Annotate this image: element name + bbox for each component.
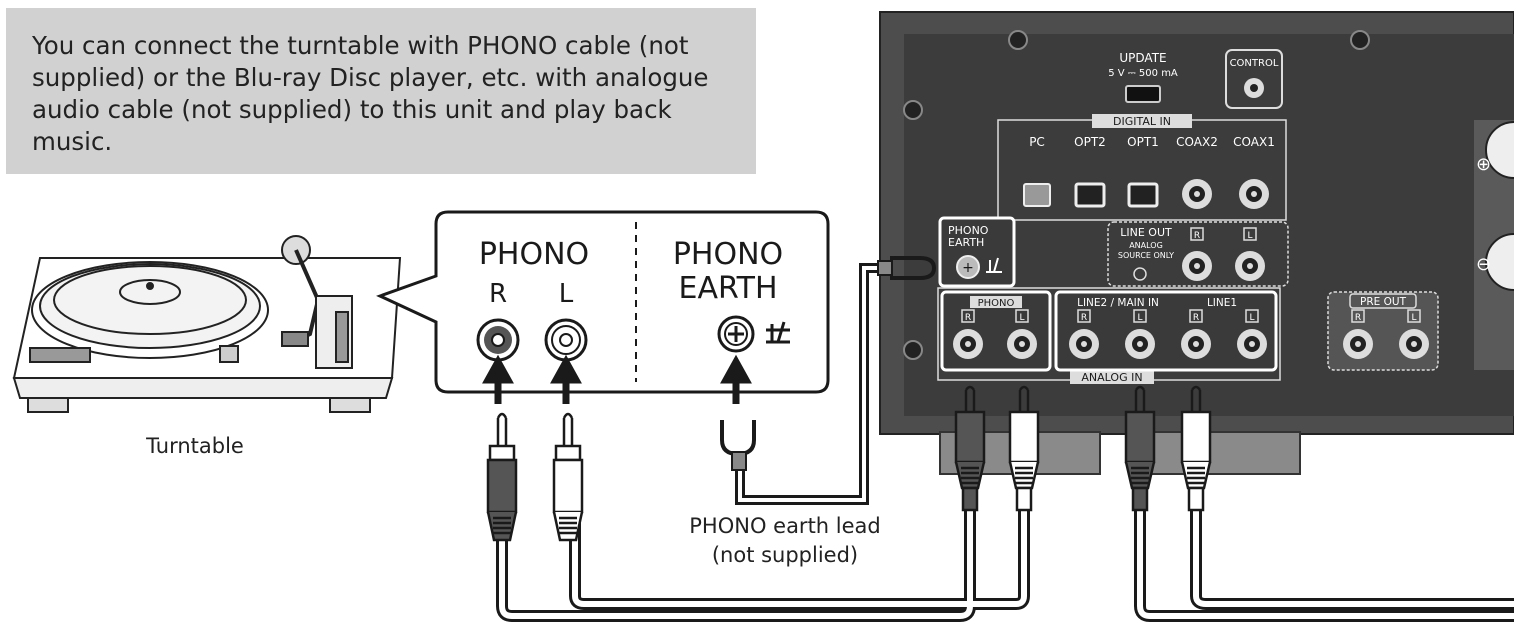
- line1-label: LINE1: [1207, 297, 1237, 309]
- coax-jack-icon: [1182, 179, 1212, 209]
- analog-in-label: ANALOG IN: [1081, 371, 1142, 384]
- earth-terminal-icon: [717, 315, 755, 353]
- minus-sign: ⊖: [1476, 254, 1491, 275]
- rca-jack-icon: [1181, 329, 1211, 359]
- arrow-up-icon: [720, 354, 752, 404]
- phono-cable: [496, 510, 1514, 622]
- intro-text: You can connect the turntable with PHONO…: [32, 31, 709, 156]
- earth-lead-caption: PHONO earth lead (not supplied): [660, 512, 910, 570]
- rca-jack-icon: [1399, 329, 1429, 359]
- callout-phono-title: PHONO: [479, 237, 589, 272]
- rear-panel: UPDATE 5 V ⎓ 500 mA CONTROL DIGITAL IN P…: [879, 11, 1514, 475]
- rca-plug-icon: [1124, 385, 1156, 512]
- channel-l-tag: L: [1247, 231, 1252, 241]
- line-out-note-2: SOURCE ONLY: [1118, 251, 1174, 260]
- rca-plug-icon: [552, 412, 584, 542]
- earth-lead: [735, 263, 888, 505]
- phono-input-label: PHONO: [978, 298, 1015, 309]
- digital-port-label: OPT1: [1127, 135, 1159, 149]
- channel-l-tag: L: [1019, 313, 1024, 323]
- update-label: UPDATE: [1119, 51, 1166, 65]
- foot-right: [1139, 431, 1301, 475]
- phono-l-jack-icon: [544, 318, 588, 362]
- turntable-caption: Turntable: [146, 434, 244, 458]
- rca-plug-icon: [486, 412, 518, 542]
- speaker-terminal-icon: [1485, 233, 1514, 291]
- rca-jack-icon: [1125, 329, 1155, 359]
- plus-sign: ⊕: [1476, 154, 1491, 175]
- phono-r-jack-icon: [476, 318, 520, 362]
- digital-in-tag: [1092, 114, 1192, 128]
- digital-port-label: COAX1: [1233, 135, 1275, 149]
- digital-port-label: COAX2: [1176, 135, 1218, 149]
- svg-text:+: +: [962, 260, 974, 276]
- optical-port-icon: [1074, 182, 1106, 208]
- digital-in-label: DIGITAL IN: [1113, 115, 1171, 128]
- usb-port-icon: [1125, 85, 1161, 103]
- callout-phono-l: L: [559, 279, 574, 309]
- rca-jack-icon: [1235, 251, 1265, 281]
- channel-r-tag: R: [965, 313, 971, 323]
- channel-l-tag: L: [1249, 313, 1254, 323]
- turntable-illustration: [12, 235, 402, 413]
- coax-jack-icon: [1239, 179, 1269, 209]
- screw-icon: [1008, 30, 1028, 50]
- rca-jack-icon: [1069, 329, 1099, 359]
- phono-earth-panel-label-1: PHONO: [948, 224, 989, 237]
- channel-r-tag: R: [1194, 231, 1200, 241]
- control-box: [1225, 49, 1283, 109]
- rca-jack-icon: [953, 329, 983, 359]
- arrow-up-icon: [482, 354, 514, 404]
- screw-icon: [1350, 30, 1370, 50]
- rca-plug-icon: [954, 385, 986, 512]
- speaker-terminal-icon: [1485, 121, 1514, 179]
- rca-jack-icon: [1343, 329, 1373, 359]
- callout-earth-title-1: PHONO: [673, 237, 783, 272]
- earth-terminal-icon: [956, 255, 980, 279]
- channel-r-tag: R: [1081, 313, 1087, 323]
- rca-jack-icon: [1237, 329, 1267, 359]
- earth-lead-caption-1: PHONO earth lead: [689, 514, 881, 538]
- ground-symbol-icon: [766, 321, 790, 344]
- callout-earth-title-2: EARTH: [678, 271, 777, 306]
- control-label: CONTROL: [1230, 58, 1279, 69]
- ground-symbol-icon: [986, 257, 1002, 273]
- arrow-up-icon: [550, 354, 582, 404]
- earth-lead-caption-2: (not supplied): [711, 543, 859, 567]
- optical-port-icon: [1127, 182, 1159, 208]
- screw-icon: [903, 340, 923, 360]
- usb-b-port-icon: [1023, 183, 1051, 207]
- line-out-note-1: ANALOG: [1129, 241, 1163, 250]
- digital-port-label: OPT2: [1074, 135, 1106, 149]
- update-rating: 5 V ⎓ 500 mA: [1108, 68, 1178, 79]
- rca-plug-icon: [1180, 385, 1212, 512]
- rca-jack-icon: [1007, 329, 1037, 359]
- pre-out-label: PRE OUT: [1360, 296, 1407, 308]
- channel-l-tag: L: [1411, 313, 1416, 323]
- phono-earth-panel-label-2: EARTH: [948, 236, 984, 249]
- intro-text-box: You can connect the turntable with PHONO…: [6, 8, 756, 174]
- channel-l-tag: L: [1137, 313, 1142, 323]
- digital-port-label: PC: [1029, 135, 1045, 149]
- callout-phono-r: R: [489, 279, 507, 309]
- screw-icon: [903, 100, 923, 120]
- channel-r-tag: R: [1193, 313, 1199, 323]
- line-input-highlight: [1054, 290, 1278, 372]
- spade-terminal-icon: [720, 420, 756, 457]
- spade-terminal-icon: [890, 256, 937, 280]
- rca-jack-icon: [1182, 251, 1212, 281]
- line2-label: LINE2 / MAIN IN: [1077, 297, 1159, 309]
- rca-plug-icon: [1008, 385, 1040, 512]
- line-out-label: LINE OUT: [1120, 226, 1172, 239]
- channel-r-tag: R: [1355, 313, 1361, 323]
